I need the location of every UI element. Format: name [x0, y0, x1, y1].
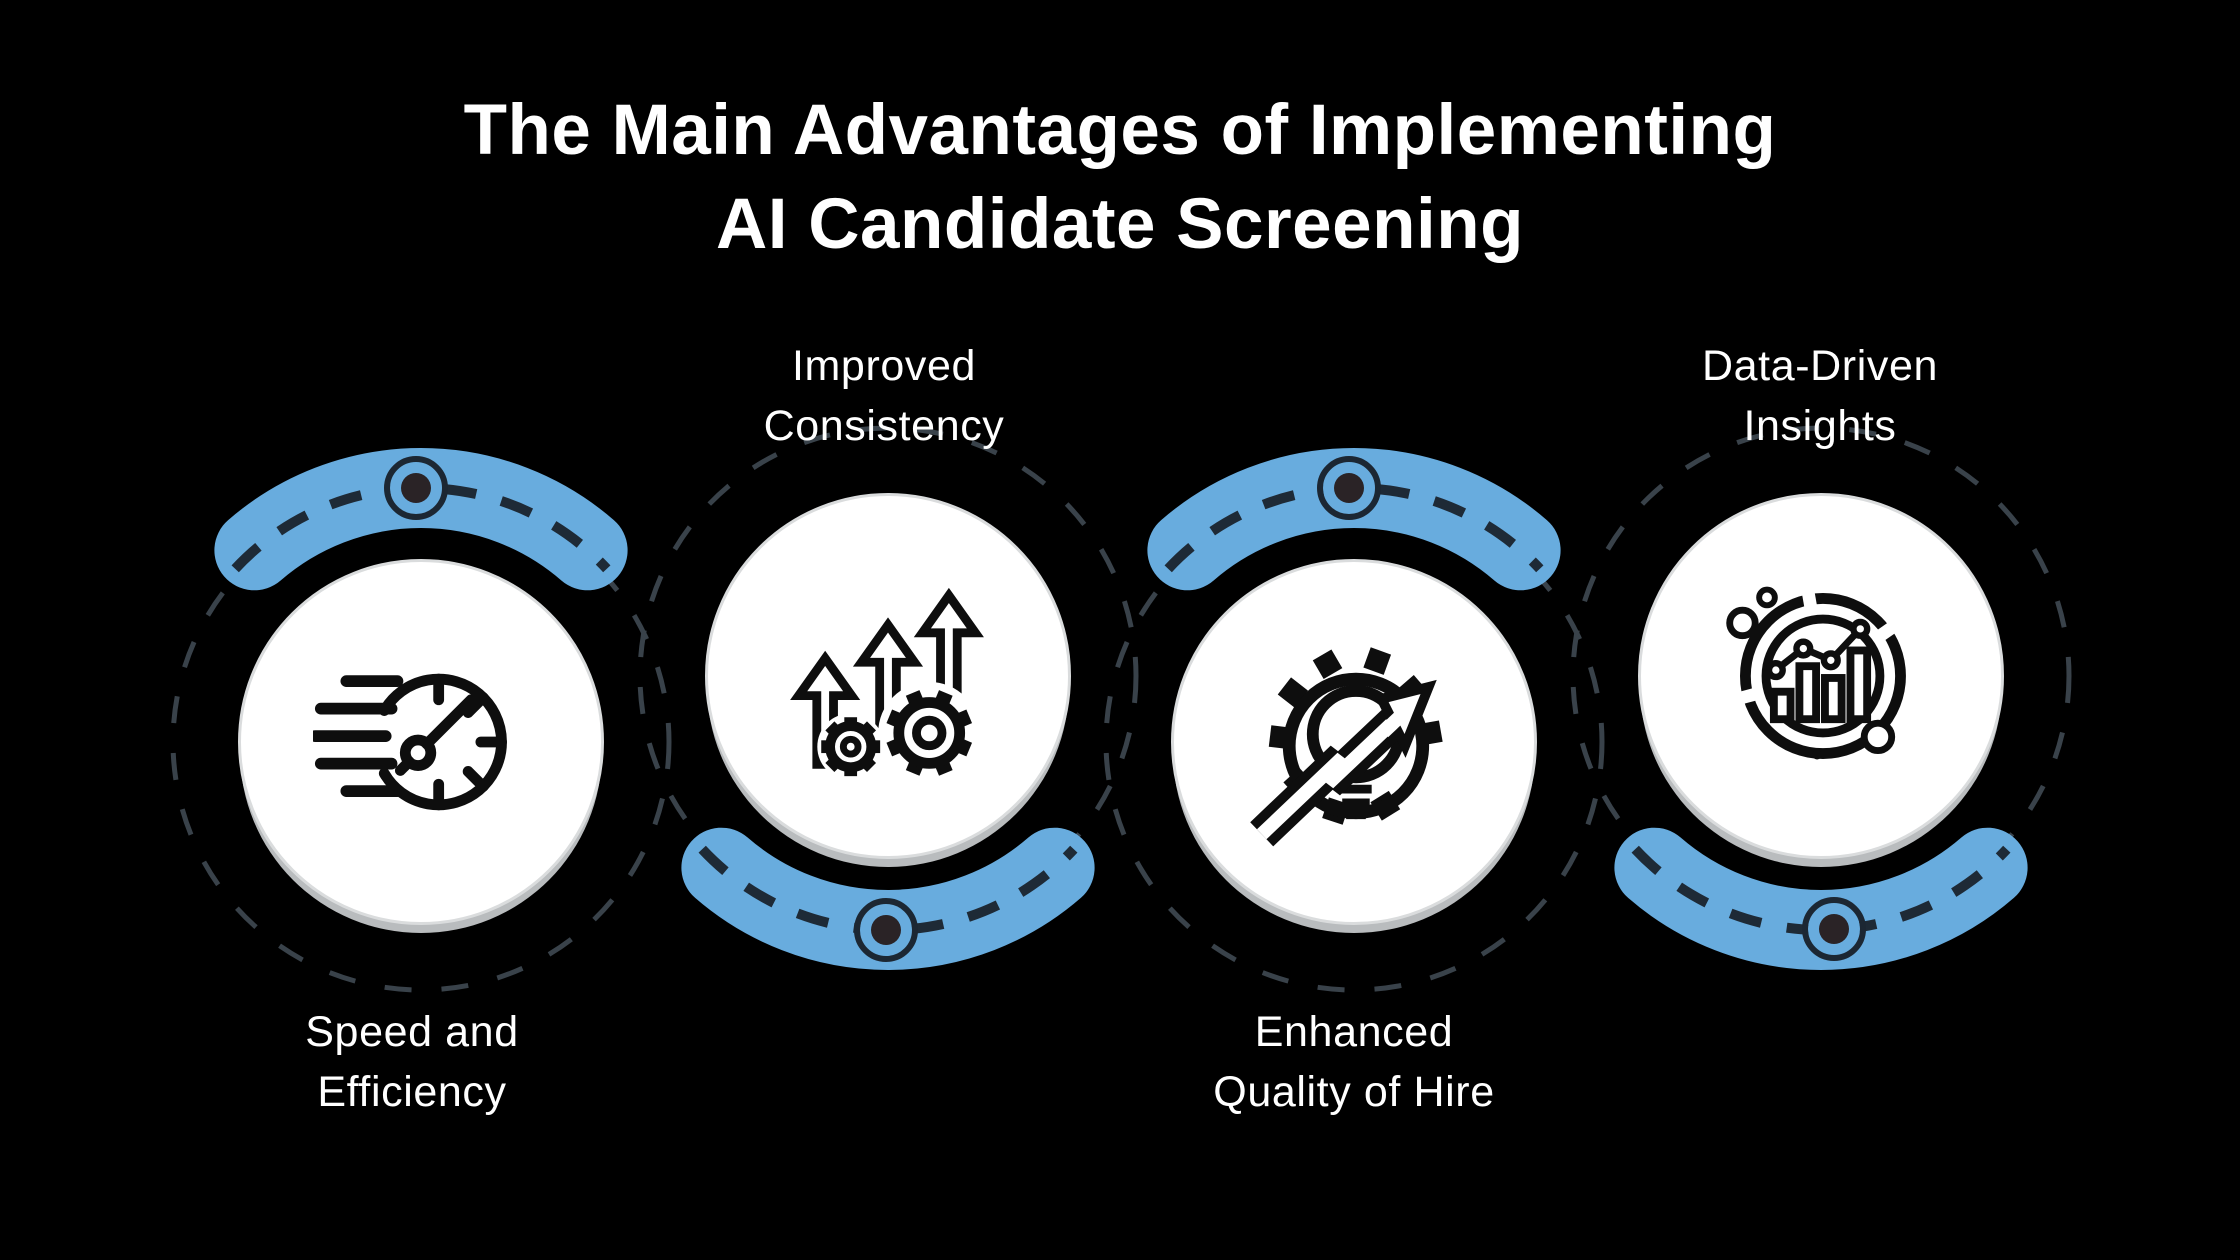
- advantage-node-insights: [1638, 493, 2004, 859]
- marker-icon: [854, 898, 918, 962]
- analytics-donut-icon: [1726, 585, 1906, 760]
- label-line: Quality of Hire: [1213, 1068, 1495, 1117]
- marker-icon: [384, 456, 448, 520]
- page-title-line2: AI Candidate Screening: [716, 184, 1524, 264]
- label-line: Consistency: [763, 402, 1005, 451]
- growth-arrows-gears-icon: [790, 587, 984, 784]
- dashed-route-circles: [170, 425, 2072, 993]
- label-line: Improved: [791, 342, 977, 390]
- advantage-label-quality: Enhanced Quality of Hire: [1094, 1002, 1614, 1122]
- label-line: Insights: [1743, 402, 1897, 451]
- advantage-node-consistency: [705, 493, 1071, 859]
- page-title: The Main Advantages of Implementing AI C…: [0, 84, 2240, 271]
- label-line: Data-Driven: [1701, 342, 1938, 390]
- label-line: Efficiency: [317, 1068, 507, 1117]
- marker-icon: [1317, 456, 1381, 520]
- advantage-node-speed: [238, 559, 604, 925]
- road-center-dashes: [231, 482, 2011, 936]
- advantage-label-consistency: Improved Consistency: [624, 336, 1144, 456]
- marker-icon: [1802, 897, 1866, 961]
- advantage-node-quality: [1171, 559, 1537, 925]
- advantage-label-speed: Speed and Efficiency: [152, 1002, 672, 1122]
- label-line: Speed and: [305, 1008, 519, 1056]
- route-markers: [384, 456, 1866, 962]
- advantage-label-insights: Data-Driven Insights: [1560, 336, 2080, 456]
- page-title-line1: The Main Advantages of Implementing: [463, 91, 1777, 170]
- speedometer-icon: [313, 673, 507, 811]
- label-line: Enhanced: [1254, 1008, 1454, 1056]
- gear-lightbulb-arrow-icon: [1250, 647, 1449, 847]
